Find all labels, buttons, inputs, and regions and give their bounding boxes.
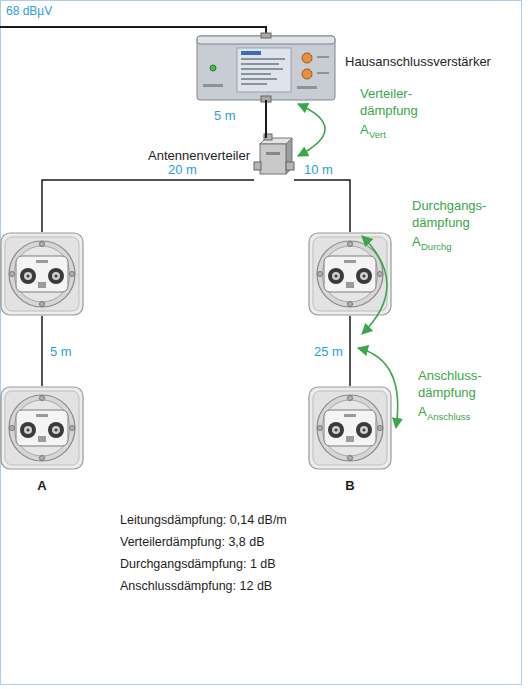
socket bbox=[1, 387, 83, 469]
length-label: 20 m bbox=[168, 162, 197, 179]
length-label: 68 dBµV bbox=[6, 4, 52, 20]
note-text: Durchgangsdämpfung: 1 dB bbox=[120, 556, 276, 572]
node-label: A bbox=[37, 478, 46, 495]
attenuation-label: Durchgangs- dämpfung bbox=[412, 198, 496, 232]
cable-right bbox=[294, 180, 350, 232]
input-cable bbox=[0, 27, 266, 36]
socket bbox=[309, 233, 391, 315]
splitter-node: Antennenverteiler bbox=[256, 138, 292, 174]
attenuation-label: Verteiler- dämpfung bbox=[360, 86, 434, 120]
node-label: B bbox=[345, 478, 354, 495]
note-text: Anschlussdämpfung: 12 dB bbox=[120, 578, 272, 594]
attenuation-arrow bbox=[362, 236, 387, 334]
attenuation-label: Vert bbox=[369, 129, 386, 141]
attenuation-label: Anschluss- dämpfung bbox=[418, 368, 492, 402]
length-label: 5 m bbox=[50, 344, 72, 361]
node-label: Hausanschlussverstärker bbox=[345, 54, 491, 71]
socket-node: B bbox=[308, 386, 392, 470]
socket bbox=[309, 387, 391, 469]
amplifier-node: Hausanschlussverstärker bbox=[197, 36, 335, 100]
attenuation-label: Durchg bbox=[421, 241, 452, 253]
cable-left bbox=[42, 180, 254, 232]
cable-right-lower bbox=[349, 316, 351, 386]
attenuation-label: Anschluss bbox=[427, 411, 470, 423]
node-label: Antennenverteiler bbox=[148, 148, 250, 165]
length-label: 10 m bbox=[304, 162, 333, 179]
attenuation-label: A bbox=[360, 122, 369, 139]
attenuation-label: A bbox=[412, 234, 421, 251]
attenuation-arrow bbox=[298, 104, 325, 156]
length-label: 5 m bbox=[214, 108, 236, 125]
coax-cable bbox=[265, 100, 267, 138]
socket bbox=[1, 233, 83, 315]
socket-node: A bbox=[0, 386, 84, 470]
note-text: Verteilerdämpfung: 3,8 dB bbox=[120, 534, 265, 550]
attenuation-arrow bbox=[358, 348, 398, 428]
cable-left-lower bbox=[41, 316, 43, 386]
frame bbox=[1, 1, 522, 685]
attenuation-label: A bbox=[418, 404, 427, 421]
length-label: 25 m bbox=[314, 344, 343, 361]
note-text: Leitungsdämpfung: 0,14 dB/m bbox=[120, 512, 287, 528]
splitter-illustration bbox=[254, 134, 294, 174]
amplifier-illustration bbox=[197, 33, 335, 102]
